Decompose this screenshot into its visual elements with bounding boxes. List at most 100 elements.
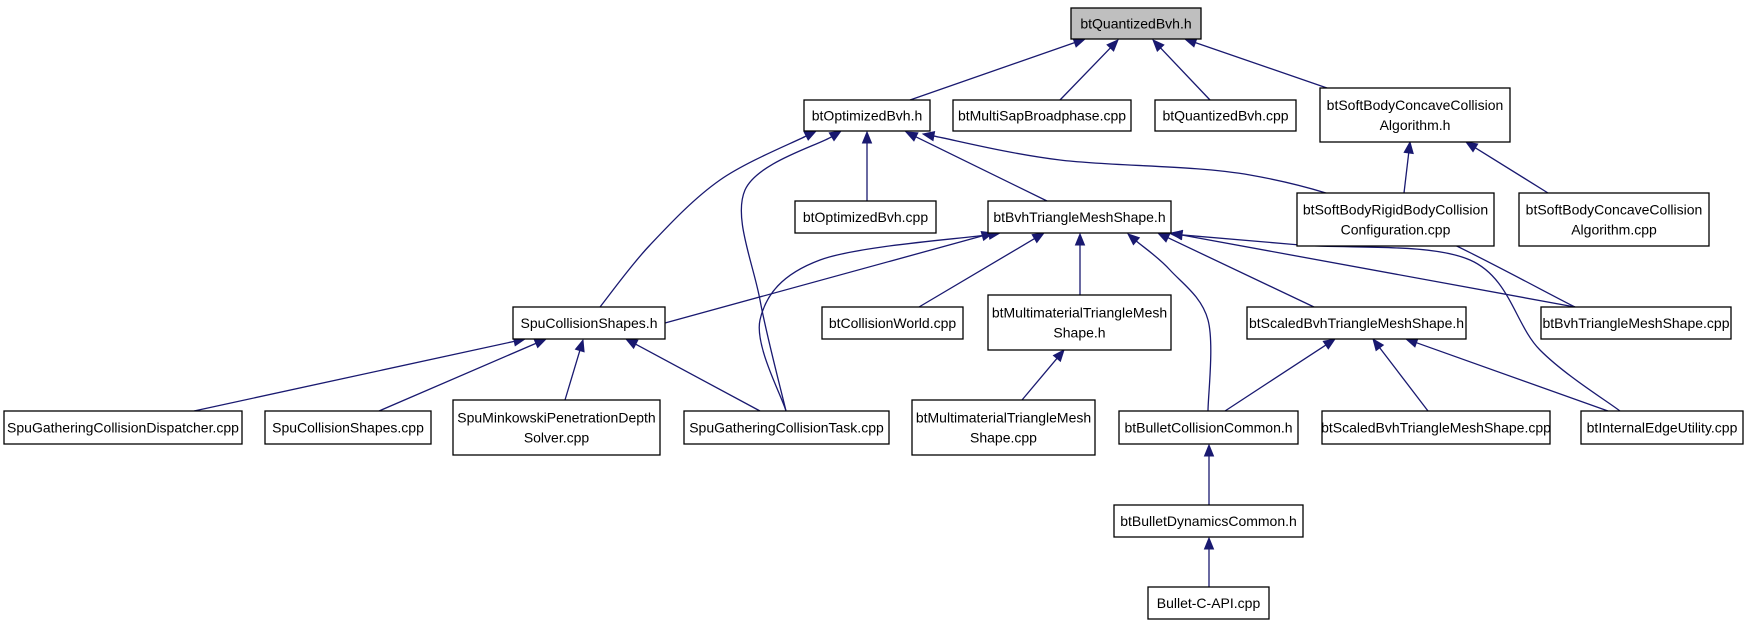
- arrowhead: [1152, 39, 1165, 52]
- edge-spuMink-to-spuShapesH: [564, 338, 585, 401]
- node-box: [1118, 410, 1299, 445]
- node-qBvhCpp[interactable]: btQuantizedBvh.cpp: [1154, 99, 1297, 132]
- edge-line: [933, 135, 1576, 308]
- node-box: [821, 306, 964, 340]
- node-label: Shape.h: [1053, 325, 1105, 341]
- arrowhead: [1127, 233, 1141, 246]
- node-box: [803, 99, 931, 132]
- edge-colWorld-to-bvhTriH: [918, 232, 1046, 308]
- node-label: btSoftBodyConcaveCollision: [1327, 97, 1504, 113]
- root-node: btQuantizedBvh.h: [1070, 7, 1202, 40]
- node-optBvhCpp[interactable]: btOptimizedBvh.cpp: [794, 200, 937, 234]
- node-spuGathDisp[interactable]: SpuGatheringCollisionDispatcher.cpp: [3, 410, 243, 445]
- edge-line: [1416, 342, 1609, 412]
- arrowhead: [624, 338, 639, 350]
- edge-line: [1224, 344, 1327, 412]
- node-scaledCpp[interactable]: btScaledBvhTriangleMeshShape.cpp: [1321, 410, 1551, 445]
- arrowhead: [1106, 39, 1119, 52]
- edge-bulletDyn-to-bulletColl: [1203, 443, 1215, 505]
- arrowhead: [1203, 443, 1215, 457]
- node-internalEdge[interactable]: btInternalEdgeUtility.cpp: [1580, 410, 1744, 445]
- node-box: [987, 294, 1172, 351]
- node-label: SpuMinkowskiPenetrationDepth: [457, 410, 655, 426]
- edge-line: [1181, 234, 1621, 412]
- node-bvhTriH[interactable]: btBvhTriangleMeshShape.h: [987, 200, 1172, 234]
- node-label: SpuCollisionShapes.cpp: [272, 420, 424, 436]
- node-softRigid[interactable]: btSoftBodyRigidBodyCollisionConfiguratio…: [1296, 192, 1495, 247]
- edge-line: [915, 136, 1048, 202]
- node-spuShapesH[interactable]: SpuCollisionShapes.h: [512, 306, 666, 340]
- edge-line: [1181, 234, 1576, 308]
- edge-softConcCpp-to-softConcH: [1464, 141, 1549, 194]
- node-box: [1113, 504, 1304, 538]
- edge-line: [1474, 147, 1549, 194]
- edge-line: [740, 136, 832, 412]
- node-optBvhH[interactable]: btOptimizedBvh.h: [803, 99, 931, 132]
- edge-line: [1160, 47, 1211, 101]
- node-spuShapesCpp[interactable]: SpuCollisionShapes.cpp: [264, 410, 432, 445]
- node-label: btBulletDynamicsCommon.h: [1120, 513, 1297, 529]
- node-box: [952, 99, 1132, 132]
- node-box: [1147, 586, 1270, 620]
- arrowhead: [1322, 338, 1337, 350]
- node-bulletColl[interactable]: btBulletCollisionCommon.h: [1118, 410, 1299, 445]
- arrowhead: [904, 131, 919, 142]
- edge-optBvhH-to-root: [909, 37, 1087, 101]
- node-label: Shape.cpp: [970, 430, 1037, 446]
- node-bulletCApi[interactable]: Bullet-C-API.cpp: [1147, 586, 1270, 620]
- node-bvhTriCpp[interactable]: btBvhTriangleMeshShape.cpp: [1540, 306, 1732, 340]
- node-label: Algorithm.h: [1380, 117, 1451, 133]
- edge-multiSap-to-root: [1059, 39, 1119, 101]
- node-label: btQuantizedBvh.h: [1080, 16, 1191, 32]
- arrowhead: [1156, 232, 1171, 243]
- node-label: btBvhTriangleMeshShape.cpp: [1542, 315, 1729, 331]
- edge-line: [1021, 358, 1058, 401]
- edge-bulletColl-to-scaledH: [1224, 338, 1337, 412]
- edge-line: [1167, 237, 1315, 308]
- node-box: [1070, 7, 1202, 40]
- node-label: btMultiSapBroadphase.cpp: [958, 108, 1126, 124]
- edge-line: [564, 350, 581, 401]
- edge-scaledCpp-to-scaledH: [1372, 337, 1429, 412]
- arrowhead: [533, 338, 548, 349]
- node-box: [3, 410, 243, 445]
- node-label: btScaledBvhTriangleMeshShape.cpp: [1321, 420, 1551, 436]
- node-box: [1154, 99, 1297, 132]
- edge-line: [1135, 240, 1212, 412]
- node-box: [1540, 306, 1732, 340]
- edge-line: [918, 238, 1035, 308]
- node-label: Solver.cpp: [524, 430, 590, 446]
- node-spuGathTask[interactable]: SpuGatheringCollisionTask.cpp: [683, 410, 890, 445]
- node-label: btQuantizedBvh.cpp: [1162, 108, 1288, 124]
- node-label: btCollisionWorld.cpp: [829, 315, 957, 331]
- arrowhead: [1404, 337, 1419, 348]
- node-multiSap[interactable]: btMultiSapBroadphase.cpp: [952, 99, 1132, 132]
- node-label: btMultimaterialTriangleMesh: [916, 410, 1091, 426]
- node-scaledH[interactable]: btScaledBvhTriangleMeshShape.h: [1246, 306, 1467, 340]
- edge-line: [1403, 152, 1410, 194]
- node-label: Bullet-C-API.cpp: [1157, 595, 1261, 611]
- node-box: [794, 200, 937, 234]
- node-label: btSoftBodyConcaveCollision: [1526, 202, 1703, 218]
- node-colWorld[interactable]: btCollisionWorld.cpp: [821, 306, 964, 340]
- node-box: [987, 200, 1172, 234]
- arrowhead: [1403, 140, 1414, 155]
- edge-multiMatH-to-bvhTriH: [1074, 232, 1086, 295]
- edge-line: [193, 340, 515, 412]
- arrowhead: [828, 130, 843, 142]
- node-box: [264, 410, 432, 445]
- edge-bvhTriCpp-to-optBvhH: [921, 130, 1576, 308]
- node-bulletDyn[interactable]: btBulletDynamicsCommon.h: [1113, 504, 1304, 538]
- edge-softRigid-to-softConcH: [1403, 140, 1414, 194]
- edge-optBvhCpp-to-optBvhH: [861, 130, 873, 201]
- arrowhead: [861, 130, 873, 144]
- edge-internalEdge-to-scaledH: [1404, 337, 1609, 412]
- node-label: btMultimaterialTriangleMesh: [992, 305, 1167, 321]
- node-label: btSoftBodyRigidBodyCollision: [1303, 202, 1488, 218]
